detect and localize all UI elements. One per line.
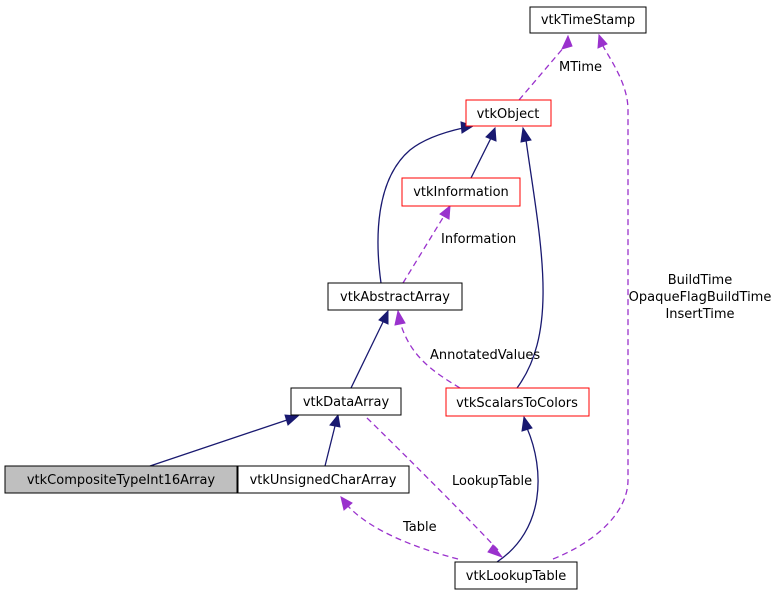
arrowhead-mtime bbox=[561, 34, 573, 50]
arrowhead-lookuptable bbox=[487, 544, 504, 559]
edge-label-inserttime: InsertTime bbox=[665, 307, 734, 322]
edge-label-mtime: MTime bbox=[559, 60, 602, 75]
node-vtkdataarray[interactable]: vtkDataArray bbox=[290, 387, 402, 416]
node-vtktimestamp[interactable]: vtkTimeStamp bbox=[529, 6, 647, 34]
edge-dataarray-abstractarray bbox=[350, 321, 384, 389]
arrowhead-information bbox=[439, 204, 451, 220]
edge-composite-dataarray bbox=[149, 419, 288, 467]
arrowhead-annotated bbox=[394, 309, 406, 326]
node-vtkobject[interactable]: vtkObject bbox=[465, 99, 552, 127]
node-label-unsignedchararray: vtkUnsignedCharArray bbox=[250, 473, 397, 488]
edge-scalars-object bbox=[516, 139, 544, 389]
node-label-information: vtkInformation bbox=[413, 185, 509, 200]
edge-unsignedchar-dataarray bbox=[324, 425, 336, 467]
edge-object-timestamp bbox=[518, 45, 566, 101]
edge-label-information: Information bbox=[441, 232, 516, 247]
edge-labels: MTime Information AnnotatedValues Lookup… bbox=[402, 60, 771, 535]
node-label-abstractarray: vtkAbstractArray bbox=[340, 290, 450, 305]
edge-label-opaqueflag: OpaqueFlagBuildTime bbox=[629, 290, 772, 305]
edge-label-table: Table bbox=[402, 520, 437, 535]
node-label-timestamp: vtkTimeStamp bbox=[541, 13, 635, 28]
edge-label-lookuptable: LookupTable bbox=[452, 474, 532, 489]
node-label-lookuptable: vtkLookupTable bbox=[466, 569, 566, 584]
node-vtkscalarstocolors[interactable]: vtkScalarsToColors bbox=[445, 387, 590, 417]
arrowhead-scalars-object bbox=[520, 126, 532, 143]
edge-information-object bbox=[470, 137, 492, 179]
arrowhead-table bbox=[340, 496, 353, 511]
edge-lookuptable-timestamp bbox=[552, 45, 629, 560]
arrowhead-unsignedchar-dataarray bbox=[329, 413, 341, 428]
edge-lookuptable-dataarray bbox=[364, 415, 499, 551]
node-vtklookuptable[interactable]: vtkLookupTable bbox=[454, 561, 578, 590]
node-label-object: vtkObject bbox=[477, 107, 540, 122]
edge-label-buildtime: BuildTime bbox=[668, 273, 732, 288]
node-vtkabstractarray[interactable]: vtkAbstractArray bbox=[327, 282, 463, 311]
edge-abstractarray-object bbox=[377, 127, 464, 284]
arrowhead-information-object bbox=[485, 126, 497, 142]
arrowhead-composite-dataarray bbox=[284, 414, 300, 426]
arrowhead-buildtime bbox=[597, 33, 608, 49]
node-label-scalarstocolors: vtkScalarsToColors bbox=[456, 396, 578, 411]
node-label-dataarray: vtkDataArray bbox=[303, 395, 390, 410]
edge-abstractarray-information bbox=[402, 215, 445, 284]
node-vtkunsignedchararray[interactable]: vtkUnsignedCharArray bbox=[237, 465, 410, 494]
node-vtkinformation[interactable]: vtkInformation bbox=[401, 177, 521, 207]
arrowhead-dataarray-abstractarray bbox=[378, 309, 389, 325]
edge-lookuptable-scalars bbox=[496, 427, 539, 563]
edges bbox=[149, 33, 629, 563]
arrowhead-lookuptable-scalars bbox=[521, 415, 533, 432]
node-vtkcompositetypeint16array[interactable]: vtkCompositeTypeInt16Array bbox=[4, 465, 238, 494]
edge-label-annotated-values: AnnotatedValues bbox=[430, 348, 540, 363]
edge-lookuptable-unsignedchar bbox=[347, 505, 459, 560]
node-label-composite: vtkCompositeTypeInt16Array bbox=[27, 473, 216, 488]
edge-scalars-abstractarray bbox=[399, 321, 461, 389]
